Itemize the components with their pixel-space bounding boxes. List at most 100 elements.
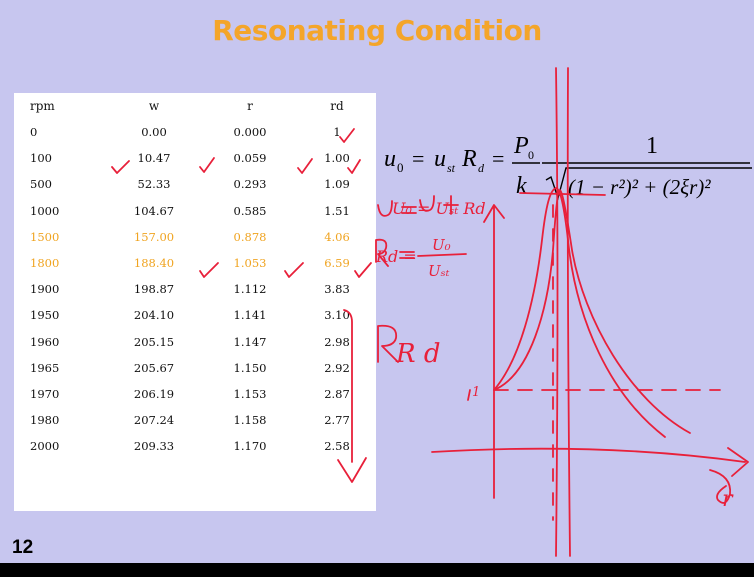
cell-r: 0.059 (233, 151, 267, 166)
cell-r: 1.150 (233, 360, 267, 375)
cell-rpm: 1980 (30, 413, 60, 428)
cell-rd: 1.09 (324, 177, 350, 192)
handwriting-line1: U₀ = Uₛₜ Rd (392, 199, 486, 218)
cell-rpm: 1965 (30, 360, 60, 375)
eq-k: k (516, 173, 527, 199)
cell-rd: 1 (333, 125, 341, 140)
cell-w: 205.67 (133, 360, 175, 375)
handwriting-line2-lhs: Rd = (375, 247, 417, 266)
graph-y-tick-label: 1 (472, 385, 480, 400)
table-row: 1970 206.19 1.153 2.87 (14, 381, 376, 407)
handwriting-fraction-bar (417, 253, 467, 257)
graph-x-label: r (722, 487, 734, 512)
cell-r: 1.158 (233, 413, 267, 428)
cell-rd: 6.59 (324, 256, 350, 271)
check-mark-icon (111, 160, 130, 174)
cell-w: 52.33 (137, 177, 171, 192)
cell-rd: 2.87 (324, 386, 350, 401)
cell-w: 209.33 (133, 439, 175, 454)
cell-rpm: 1970 (30, 386, 60, 401)
eq-equals-2: = (492, 146, 504, 171)
cell-w: 157.00 (133, 229, 175, 244)
eq-lhs-sub: 0 (397, 160, 404, 175)
eq-equals-1: = (412, 146, 424, 171)
cell-rd: 4.06 (324, 229, 350, 244)
slide: Resonating Condition rpm w r rd 0 0.00 0.0… (0, 0, 754, 563)
cell-rd: 1.00 (324, 151, 350, 166)
table-row: 1900 198.87 1.112 3.83 (14, 276, 376, 302)
cell-rpm: 1950 (30, 308, 60, 323)
handwriting-stroke (377, 200, 393, 217)
cell-rd: 1.51 (324, 203, 350, 218)
cell-rpm: 100 (30, 151, 52, 166)
eq-one: 1 (646, 133, 658, 159)
handwriting-stroke (375, 238, 389, 267)
handwriting-stroke (467, 389, 471, 401)
cell-w: 204.10 (133, 308, 175, 323)
table-row: 100 10.47 0.059 1.00 (14, 145, 376, 171)
cell-rd: 3.83 (324, 282, 350, 297)
y-axis-arrow (483, 204, 505, 499)
x-axis-arrow (431, 447, 749, 477)
cell-r: 0.878 (233, 229, 267, 244)
check-mark-icon (354, 262, 372, 278)
cell-w: 205.15 (133, 334, 175, 349)
cell-rpm: 1960 (30, 334, 60, 349)
cell-rd: 2.58 (324, 439, 350, 454)
handwriting-line3: R d (395, 339, 440, 369)
handwriting-stroke (709, 469, 732, 504)
cell-w: 198.87 (133, 282, 175, 297)
header-r: r (247, 99, 253, 113)
table-header-row: rpm w r rd (14, 93, 376, 119)
cell-rpm: 1900 (30, 282, 60, 297)
eq-P-sub: 0 (528, 148, 534, 162)
cell-r: 1.170 (233, 439, 267, 454)
cell-w: 10.47 (137, 151, 171, 166)
check-mark-icon (284, 262, 304, 278)
cell-rpm: 1000 (30, 203, 60, 218)
cell-rd: 2.92 (324, 360, 350, 375)
cell-r: 1.147 (233, 334, 267, 349)
handwriting-layer: U₀ = Uₛₜ Rd Rd = U₀ Uₛₜ R d 1 r (111, 67, 749, 557)
handwriting-stroke (443, 195, 459, 215)
slide-title: Resonating Condition (212, 14, 542, 47)
bottom-bar (0, 563, 754, 577)
header-rpm: rpm (30, 99, 55, 113)
eq-u: u (434, 146, 446, 172)
cell-rpm: 1800 (30, 256, 60, 271)
cell-rd: 2.98 (324, 334, 350, 349)
cell-r: 1.153 (233, 386, 267, 401)
cell-r: 0.585 (233, 203, 267, 218)
cell-rpm: 500 (30, 177, 52, 192)
check-mark-icon (199, 157, 215, 173)
cell-r: 0.000 (233, 125, 267, 140)
check-mark-icon (347, 159, 361, 174)
cell-r: 0.293 (233, 177, 267, 192)
eq-lhs: u (384, 146, 396, 172)
equation: u 0 = u st R d = P 0 k 1 (1 − r²)² + (2ξ… (370, 118, 754, 208)
cell-w: 104.67 (133, 203, 175, 218)
slide-number: 12 (12, 537, 34, 558)
cell-w: 188.40 (133, 256, 175, 271)
handwriting-stroke (377, 324, 399, 363)
resonance-line-left (555, 67, 559, 557)
check-mark-icon (297, 158, 313, 174)
cell-r: 1.112 (233, 282, 267, 297)
header-w: w (148, 99, 160, 113)
equation-svg: u 0 = u st R d = P 0 k 1 (1 − r²)² + (2ξ… (384, 133, 752, 201)
cell-w: 0.00 (141, 125, 167, 140)
cell-r: 1.141 (233, 308, 267, 323)
response-curve-inner (493, 187, 666, 438)
cell-w: 206.19 (133, 386, 175, 401)
check-mark-icon (199, 262, 219, 278)
response-curve-outer (493, 189, 691, 434)
resonance-line-right (566, 67, 571, 557)
